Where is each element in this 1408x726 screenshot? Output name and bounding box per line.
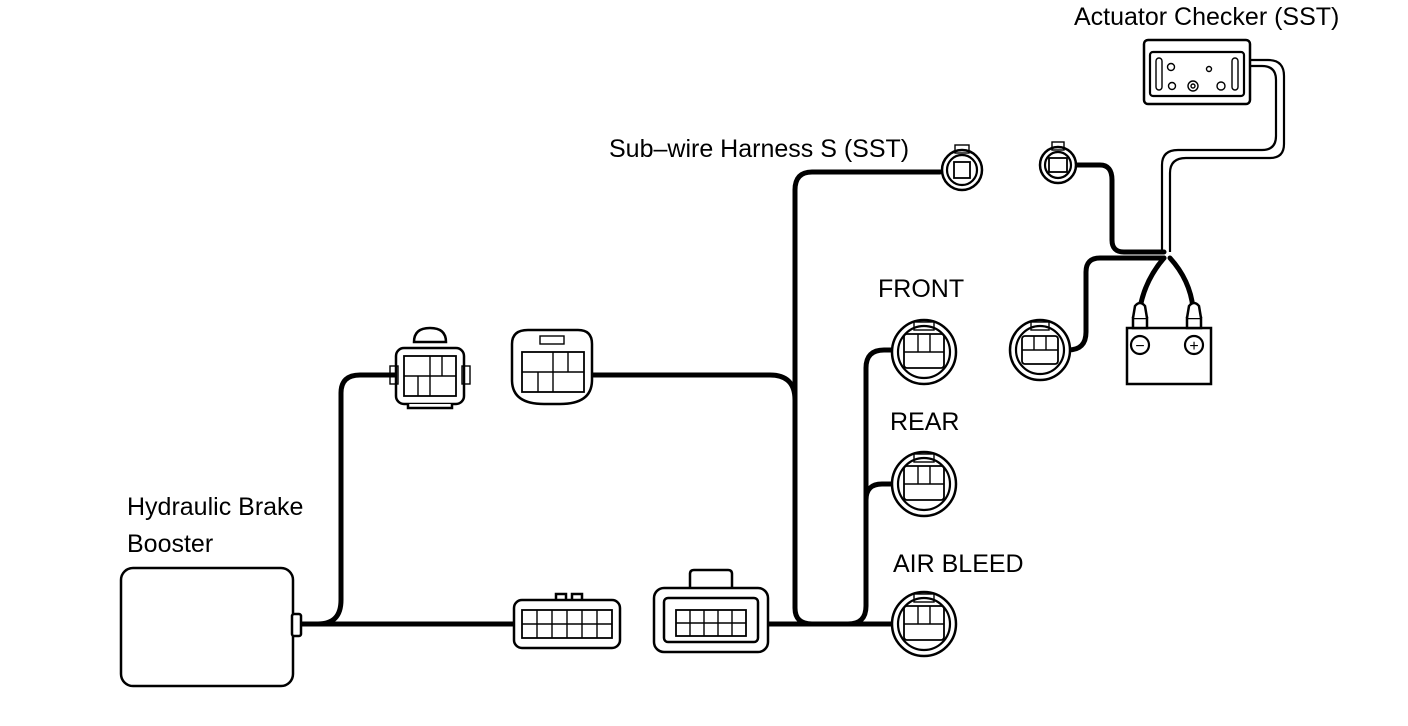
battery: − + xyxy=(1125,301,1213,386)
checker-valve-connector xyxy=(1008,318,1072,382)
wire-battery-positive xyxy=(1167,255,1196,311)
brake-booster-label-line2: Booster xyxy=(127,530,213,558)
battery-positive-icon xyxy=(1183,334,1205,356)
rear-connector xyxy=(890,450,958,518)
wire-front xyxy=(845,347,896,627)
wire-checker-inner xyxy=(1168,58,1286,252)
battery-negative-sign: − xyxy=(1135,338,1144,355)
wire-booster-upper xyxy=(315,372,400,627)
booster-lower-connector xyxy=(512,592,622,650)
actuator-checker xyxy=(1142,38,1252,106)
booster-upper-connector xyxy=(389,326,471,410)
battery-negative-icon xyxy=(1129,334,1151,356)
wire-battery-negative xyxy=(1137,255,1167,311)
harness-lower-connector xyxy=(652,568,770,654)
battery-positive-sign: + xyxy=(1189,338,1198,355)
actuator-checker-label: Actuator Checker (SST) xyxy=(1074,3,1339,31)
wire-sub-harness xyxy=(792,169,943,193)
wire-checker-connector xyxy=(1065,255,1167,353)
battery-negative-post xyxy=(1131,316,1149,330)
wire-rear xyxy=(863,481,896,503)
wire-checker-small-connector xyxy=(1073,162,1167,255)
rear-label: REAR xyxy=(890,408,959,436)
battery-positive-post xyxy=(1185,316,1203,330)
front-label: FRONT xyxy=(878,275,964,303)
checker-small-connector xyxy=(1038,141,1078,185)
brake-booster-label-line1: Hydraulic Brake xyxy=(127,493,303,521)
sub-wire-harness-label: Sub–wire Harness S (SST) xyxy=(609,135,909,163)
front-connector xyxy=(890,318,958,386)
wire-main-trunk xyxy=(792,187,896,627)
wire-checker-outer xyxy=(1160,64,1278,252)
air-bleed-connector xyxy=(890,590,958,658)
booster-port xyxy=(290,612,303,638)
wire-upper-to-junction xyxy=(589,372,798,403)
air-bleed-label: AIR BLEED xyxy=(893,550,1024,578)
sub-wire-harness-connector xyxy=(940,144,984,192)
hydraulic-brake-booster xyxy=(119,566,303,688)
harness-upper-connector xyxy=(510,328,594,406)
wiring xyxy=(297,58,1286,627)
